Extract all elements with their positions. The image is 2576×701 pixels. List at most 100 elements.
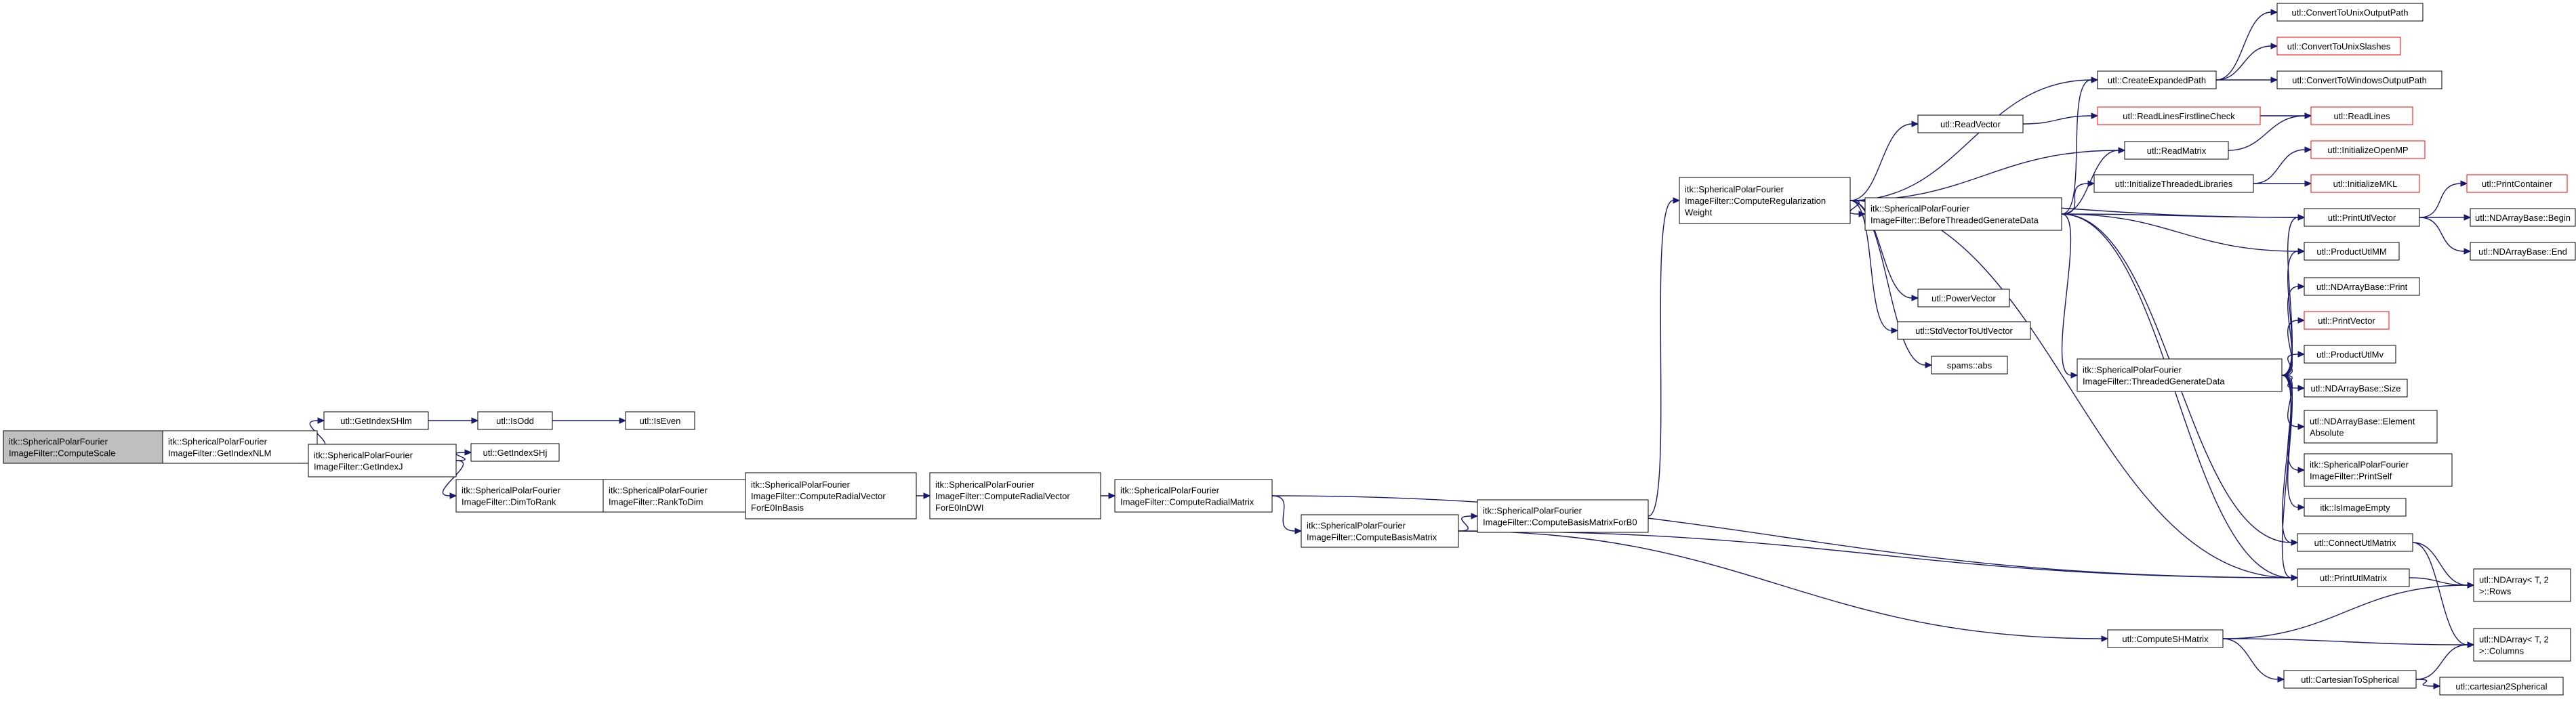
node-nd-cols[interactable]: utl::NDArray< T, 2 >::Columns <box>2473 628 2571 662</box>
node-radial-in-dwi[interactable]: itk::SphericalPolarFourierImageFilter::C… <box>929 472 1101 519</box>
node-label-line: utl::GetIndexSHj <box>483 448 548 458</box>
node-print-self[interactable]: itk::SphericalPolarFourierImageFilter::P… <box>2304 453 2453 487</box>
node-spams-abs[interactable]: spams::abs <box>1931 356 2008 375</box>
node-rank-to-dim[interactable]: itk::SphericalPolarFourierImageFilter::R… <box>602 479 754 513</box>
node-box <box>2093 174 2254 193</box>
node-print-matrix[interactable]: utl::PrintUtlMatrix <box>2297 568 2410 587</box>
node-box <box>2304 379 2408 398</box>
node-create-expanded[interactable]: utl::CreateExpandedPath <box>2097 70 2217 89</box>
call-edge-print-utl-vector-to-nd-end <box>2419 217 2472 255</box>
node-dim-to-rank[interactable]: itk::SphericalPolarFourierImageFilter::D… <box>455 479 607 513</box>
node-compute-sh[interactable]: utl::ComputeSHMatrix <box>2107 629 2224 648</box>
node-label-line: itk::SphericalPolarFourier <box>1870 204 1970 214</box>
call-edge-before-threaded-to-print-matrix <box>2061 213 2299 581</box>
node-conv-win-out[interactable]: utl::ConvertToWindowsOutputPath <box>2276 70 2442 89</box>
edge-line <box>2022 115 2092 125</box>
edge-line <box>2061 213 2299 218</box>
node-label-line: ImageFilter::RankToDim <box>609 497 703 507</box>
node-is-odd[interactable]: utl::IsOdd <box>477 411 553 430</box>
edge-line <box>2215 45 2272 81</box>
node-reg-weight[interactable]: itk::SphericalPolarFourierImageFilter::C… <box>1679 177 1851 224</box>
call-edge-threaded-gen-to-product-mv <box>2281 351 2306 376</box>
node-read-lines[interactable]: utl::ReadLines <box>2310 106 2413 125</box>
node-read-matrix[interactable]: utl::ReadMatrix <box>2124 141 2229 160</box>
node-label-line: itk::SphericalPolarFourier <box>1120 486 1220 496</box>
node-nd-rows[interactable]: utl::NDArray< T, 2 >::Rows <box>2473 568 2571 602</box>
edge-arrowhead <box>2463 214 2472 221</box>
node-nd-print[interactable]: utl::NDArrayBase::Print <box>2304 277 2420 296</box>
node-radial-in-basis[interactable]: itk::SphericalPolarFourierImageFilter::C… <box>745 472 917 519</box>
node-box <box>1917 289 2010 307</box>
node-init-threaded[interactable]: utl::InitializeThreadedLibraries <box>2093 174 2254 193</box>
node-label-line: ImageFilter::ComputeBasisMatrix <box>1307 532 1437 543</box>
node-cart2sph[interactable]: utl::cartesian2Spherical <box>2439 677 2564 696</box>
edge-line <box>2281 375 2292 578</box>
node-before-threaded[interactable]: itk::SphericalPolarFourierImageFilter::B… <box>1864 197 2062 231</box>
node-box <box>1931 356 2008 375</box>
node-label-line: ImageFilter::BeforeThreadedGenerateData <box>1870 215 2039 226</box>
node-print-vector[interactable]: utl::PrintVector <box>2304 311 2390 330</box>
node-get-index-s-hlm[interactable]: utl::GetIndexSHlm <box>323 411 429 430</box>
node-init-omp[interactable]: utl::InitializeOpenMP <box>2310 140 2426 159</box>
node-label-line: utl::ProductUtlMv <box>2316 349 2384 360</box>
node-print-utl-vector[interactable]: utl::PrintUtlVector <box>2304 208 2420 227</box>
node-box <box>323 411 429 430</box>
node-power-vector[interactable]: utl::PowerVector <box>1917 289 2010 307</box>
node-nd-end[interactable]: utl::NDArrayBase::End <box>2470 242 2576 261</box>
node-cart-to-sph[interactable]: utl::CartesianToSpherical <box>2283 670 2417 689</box>
node-radial-matrix[interactable]: itk::SphericalPolarFourierImageFilter::C… <box>1114 479 1273 513</box>
node-box <box>2304 345 2396 364</box>
node-label-line: utl::IsOdd <box>496 416 534 426</box>
node-connect-matrix[interactable]: utl::ConnectUtlMatrix <box>2297 533 2413 552</box>
call-edge-before-threaded-to-create-expanded <box>2061 77 2099 215</box>
node-label-line: utl::NDArrayBase::Size <box>2311 383 2401 394</box>
node-is-image-empty[interactable]: itk::IsImageEmpty <box>2304 498 2407 517</box>
node-basis-matrix[interactable]: itk::SphericalPolarFourierImageFilter::C… <box>1301 514 1459 548</box>
node-label-line: itk::IsImageEmpty <box>2320 503 2390 513</box>
edge-arrowhead <box>2467 641 2475 648</box>
node-std-to-utl[interactable]: utl::StdVectorToUtlVector <box>1897 321 2031 340</box>
node-box <box>2124 141 2229 160</box>
edge-arrowhead <box>2070 372 2079 379</box>
node-nd-begin[interactable]: utl::NDArrayBase::Begin <box>2470 208 2576 227</box>
call-edge-init-threaded-to-init-omp <box>2253 146 2312 184</box>
node-read-first[interactable]: utl::ReadLinesFirstlineCheck <box>2097 106 2261 125</box>
node-product-mv[interactable]: utl::ProductUtlMv <box>2304 345 2396 364</box>
node-basis-matrix-e0[interactable]: itk::SphericalPolarFourierImageFilter::C… <box>1477 499 1649 533</box>
node-label-line: ImageFilter::GetIndexNLM <box>168 448 271 459</box>
node-print-container[interactable]: utl::PrintContainer <box>2466 174 2568 193</box>
node-get-index-s-hj[interactable]: utl::GetIndexSHj <box>470 443 560 462</box>
edge-arrowhead <box>2291 539 2299 546</box>
node-label-line: utl::ReadVector <box>1940 119 2001 129</box>
node-box <box>2276 70 2442 89</box>
node-label-line: utl::NDArrayBase::Print <box>2316 282 2408 292</box>
node-label-line: ImageFilter::ComputeBasisMatrixForB0 <box>1483 517 1637 528</box>
edge-line <box>2061 213 2072 376</box>
edge-line <box>2412 542 2468 586</box>
node-nd-size[interactable]: utl::NDArrayBase::Size <box>2304 379 2408 398</box>
call-edge-get-index-j-to-dim-to-rank <box>442 460 464 499</box>
node-product-mm[interactable]: utl::ProductUtlMM <box>2304 242 2400 261</box>
node-label-line: utl::PrintUtlMatrix <box>2320 573 2387 583</box>
call-edge-reg-weight-to-read-vector <box>1849 121 1919 201</box>
node-get-index-nlm[interactable]: itk::SphericalPolarFourierImageFilter::G… <box>162 430 318 464</box>
node-label-line: ImageFilter::GetIndexJ <box>314 462 403 472</box>
node-read-vector[interactable]: utl::ReadVector <box>1917 114 2024 133</box>
node-threaded-gen[interactable]: itk::SphericalPolarFourierImageFilter::T… <box>2077 358 2283 392</box>
node-box <box>929 472 1101 519</box>
node-box <box>2470 208 2576 227</box>
node-label-line: itk::SphericalPolarFourier <box>168 437 268 447</box>
node-label-line: ForE0InDWI <box>935 503 984 513</box>
call-edge-before-threaded-to-threaded-gen <box>2061 213 2079 379</box>
node-get-index-j[interactable]: itk::SphericalPolarFourierImageFilter::G… <box>308 444 457 477</box>
edge-arrowhead <box>2277 676 2285 683</box>
node-conv-unix-out[interactable]: utl::ConvertToUnixOutputPath <box>2276 3 2424 22</box>
node-conv-unix-slash[interactable]: utl::ConvertToUnixSlashes <box>2276 37 2401 56</box>
edge-arrowhead <box>2297 214 2306 221</box>
node-box <box>2097 106 2261 125</box>
edge-arrowhead <box>2297 423 2306 430</box>
node-is-even[interactable]: utl::IsEven <box>625 411 695 430</box>
node-init-mkl[interactable]: utl::InitializeMKL <box>2310 174 2420 193</box>
